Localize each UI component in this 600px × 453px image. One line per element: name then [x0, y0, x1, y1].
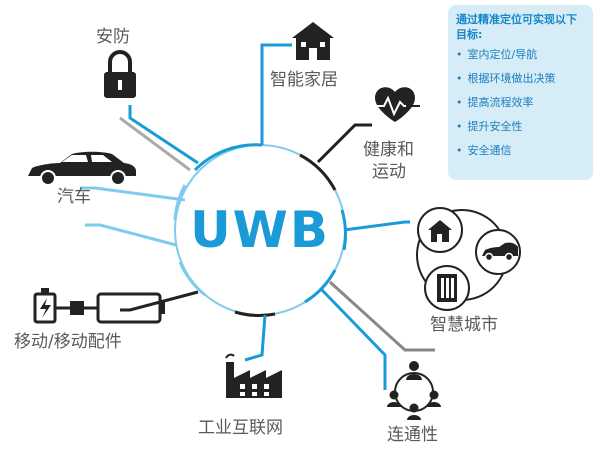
label-smart-home: 智能家居 — [270, 70, 338, 90]
line-car — [80, 186, 186, 202]
arc-left — [173, 184, 187, 221]
arc-upper-right — [299, 153, 337, 191]
line-mobile — [120, 290, 199, 312]
line-connectivity — [320, 288, 387, 390]
car-icon — [28, 151, 136, 186]
city-building-icon — [437, 274, 457, 302]
network-people-icon — [387, 361, 441, 420]
house-icon — [292, 22, 334, 60]
goals-list: 室内定位/导航 根据环境做出决策 提高流程效率 提升安全性 安全通信 — [456, 48, 585, 158]
city-car-icon — [482, 242, 518, 262]
arc-bottom — [234, 310, 276, 317]
goals-box: 通过精准定位可实现以下目标: 室内定位/导航 根据环境做出决策 提高流程效率 提… — [448, 5, 593, 180]
line-security-gray — [119, 116, 191, 172]
line-security — [128, 105, 199, 165]
line-health — [316, 123, 372, 164]
goals-title: 通过精准定位可实现以下目标: — [456, 13, 577, 41]
goal-item: 安全通信 — [456, 144, 585, 158]
heart-pulse-icon — [372, 87, 420, 122]
label-car: 汽车 — [57, 187, 91, 207]
goal-item: 提升安全性 — [456, 120, 585, 134]
label-security: 安防 — [96, 27, 130, 47]
label-industrial: 工业互联网 — [198, 418, 283, 438]
charger-battery-icon — [33, 288, 165, 324]
center-label: UWB — [190, 201, 330, 259]
line-industrial — [244, 314, 267, 362]
line-car-low — [85, 223, 177, 247]
city-house-icon — [428, 220, 452, 242]
goal-item: 室内定位/导航 — [456, 48, 585, 62]
arc-lower-left — [178, 261, 206, 297]
lock-icon — [104, 50, 136, 98]
label-health-line1: 健康和 — [363, 140, 414, 160]
goal-item: 根据环境做出决策 — [456, 72, 585, 86]
goal-item: 提高流程效率 — [456, 96, 585, 110]
label-connectivity: 连通性 — [387, 425, 438, 445]
label-smart-city: 智慧城市 — [430, 315, 498, 335]
arc-top — [193, 143, 263, 172]
label-health-line2: 运动 — [372, 162, 406, 182]
line-connectivity-gray — [328, 280, 435, 352]
factory-icon — [225, 353, 282, 398]
label-mobile: 移动/移动配件 — [14, 332, 122, 352]
line-smartcity — [343, 220, 410, 232]
line-smarthome — [260, 43, 292, 145]
arc-lower-right — [304, 269, 337, 304]
